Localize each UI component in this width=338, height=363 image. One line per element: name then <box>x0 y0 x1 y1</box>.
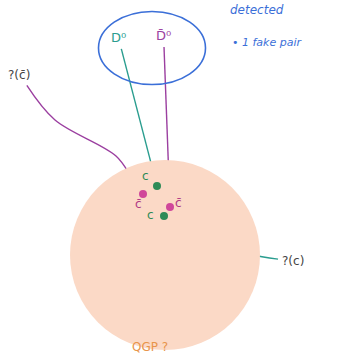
quark-label: c̄ <box>175 197 182 211</box>
particle-name: D⁰ <box>111 31 126 46</box>
qgp-outline <box>70 160 260 350</box>
quark-dot: c̄ <box>139 190 147 198</box>
particle-label: D⁰ <box>109 30 128 47</box>
quark-label: c̄ <box>135 198 142 212</box>
particle-name: ?(c̄) <box>8 69 30 83</box>
detector-ellipse <box>99 12 206 85</box>
region-heading: detected <box>230 4 283 18</box>
particle-label: ?(c) <box>280 254 306 270</box>
quark-label: c <box>142 170 149 184</box>
particle-label: ?(c̄) <box>6 68 32 84</box>
region-label: QGP ? <box>132 341 168 355</box>
quark-dot: c̄ <box>166 203 174 211</box>
quark-dot: c <box>153 182 161 190</box>
detector-region: D⁰D̄⁰detected <box>97 10 207 86</box>
quark-label: c <box>147 209 154 223</box>
qgp-blob <box>70 160 260 350</box>
quark-dot: c <box>160 212 168 220</box>
side-note: • 1 fake pair <box>232 36 301 49</box>
detector-outline <box>97 10 207 86</box>
qgp-region: cc̄c̄cQGP ? <box>70 160 260 350</box>
particle-name: ?(c) <box>282 255 304 269</box>
particle-label: D̄⁰ <box>154 28 173 45</box>
particle-name: D̄⁰ <box>156 29 171 44</box>
